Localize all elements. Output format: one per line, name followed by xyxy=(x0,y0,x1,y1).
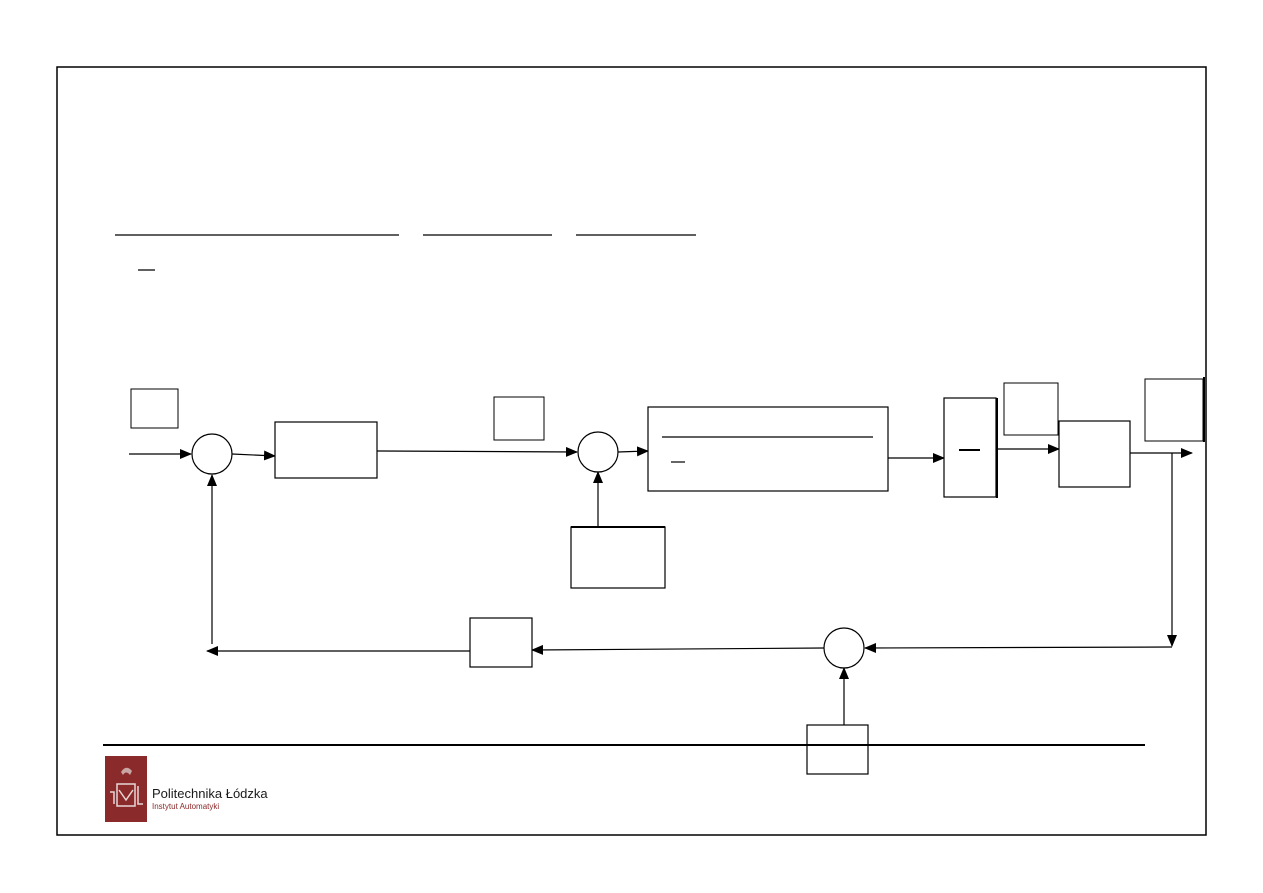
output-label-box-1 xyxy=(1003,382,1059,436)
arrow-to-plant xyxy=(617,446,649,457)
signal-label-box xyxy=(493,396,545,441)
plant-block xyxy=(647,406,889,492)
logo-institute-name: Instytut Automatyki xyxy=(152,802,220,811)
integrator-block xyxy=(943,397,997,498)
controller-block xyxy=(274,421,378,479)
university-logo-icon xyxy=(105,756,147,822)
summing-junction-1 xyxy=(191,433,233,475)
noise-block xyxy=(806,724,869,775)
input-label-box xyxy=(130,388,179,429)
summing-junction-2 xyxy=(577,431,619,473)
output-block xyxy=(1058,420,1131,488)
summing-junction-3 xyxy=(823,627,865,669)
page-frame xyxy=(56,66,1207,836)
sensor-block xyxy=(469,617,533,668)
arrow-to-controller xyxy=(231,450,276,461)
logo-university-name: Politechnika Łódzka xyxy=(152,786,268,801)
output-label-box-2 xyxy=(1144,378,1204,442)
arrow-to-junction-2 xyxy=(376,446,578,457)
feedback-to-junction-3 xyxy=(864,642,1173,653)
disturbance-block xyxy=(570,526,666,589)
arrow-to-sensor xyxy=(531,644,825,655)
